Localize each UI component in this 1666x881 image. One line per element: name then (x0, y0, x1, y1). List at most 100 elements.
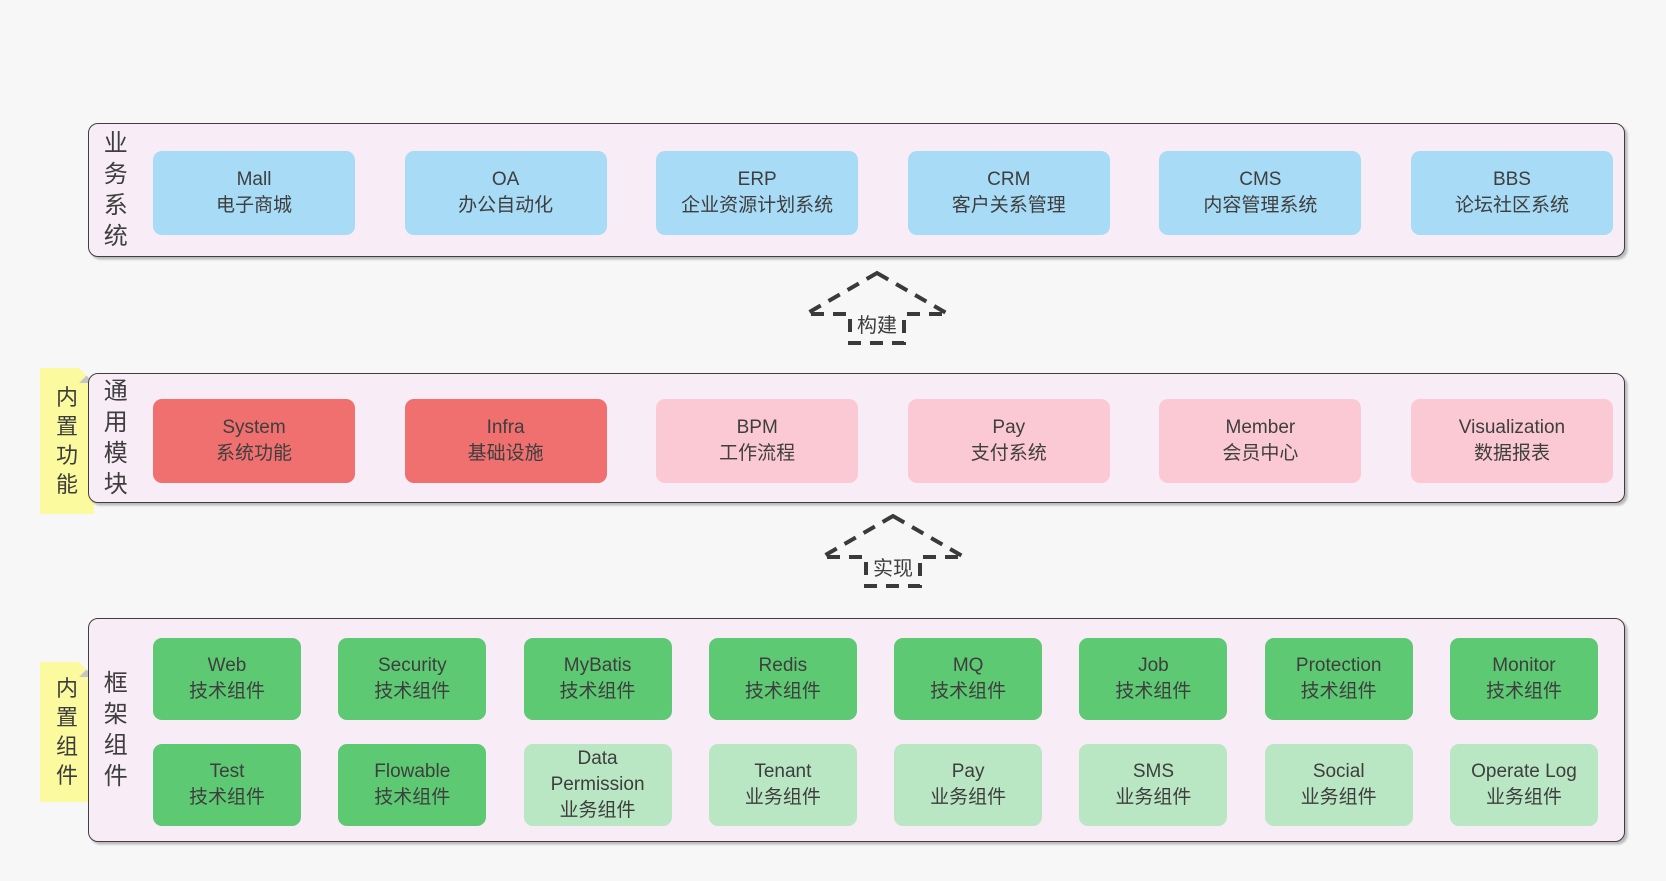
box-protection: Protection 技术组件 (1264, 638, 1413, 720)
panel-label: 框架组件 (103, 670, 128, 790)
box-erp: ERP 企业资源计划系统 (656, 151, 859, 235)
box-title: Mall (236, 169, 272, 190)
box-bpm: BPM 工作流程 (656, 399, 859, 483)
box-subtitle: 基础设施 (467, 443, 544, 464)
panel-business-systems: 业务系统 Mall 电子商城 OA 办公自动化 ERP 企业资源计划系统 CRM… (88, 123, 1625, 257)
box-infra: Infra 基础设施 (404, 399, 607, 483)
box-redis: Redis 技术组件 (708, 638, 857, 720)
box-tenant: Tenant 业务组件 (708, 744, 857, 826)
box-social: Social 业务组件 (1264, 744, 1413, 826)
box-mq: MQ 技术组件 (894, 638, 1043, 720)
common-box-row: System 系统功能 Infra 基础设施 BPM 工作流程 Pay 支付系统… (153, 399, 1613, 483)
box-subtitle: 业务组件 (1485, 787, 1562, 808)
box-test: Test 技术组件 (153, 744, 301, 826)
box-title: MQ (952, 655, 984, 676)
panel-label: 业务系统 (103, 130, 128, 250)
box-subtitle: 论坛社区系统 (1454, 195, 1569, 216)
box-web: Web 技术组件 (153, 638, 301, 720)
box-subtitle: 内容管理系统 (1203, 195, 1318, 216)
box-subtitle: 技术组件 (559, 681, 636, 702)
box-bbs: BBS 论坛社区系统 (1410, 151, 1613, 235)
sticky-note-label: 内置功能 (55, 385, 78, 497)
box-title: OA (491, 169, 520, 190)
panel-framework-components: 框架组件 Web 技术组件 Security 技术组件 MyBatis 技术组件… (88, 618, 1625, 842)
box-job: Job 技术组件 (1079, 638, 1228, 720)
box-subtitle: 技术组件 (1115, 681, 1192, 702)
arrow-implement: 实现 (818, 513, 968, 589)
box-pay-component: Pay 业务组件 (894, 744, 1043, 826)
box-title: Protection (1295, 655, 1382, 676)
box-title: Data Permission (550, 748, 645, 795)
box-title: Infra (486, 417, 525, 438)
box-subtitle: 系统功能 (215, 443, 292, 464)
box-title: Visualization (1458, 417, 1566, 438)
box-operate-log: Operate Log 业务组件 (1449, 744, 1598, 826)
box-monitor: Monitor 技术组件 (1449, 638, 1598, 720)
box-subtitle: 技术组件 (930, 681, 1007, 702)
arrow-build: 构建 (802, 270, 952, 346)
box-system: System 系统功能 (153, 399, 355, 483)
box-title: BBS (1492, 169, 1531, 190)
box-oa: OA 办公自动化 (404, 151, 607, 235)
box-mall: Mall 电子商城 (153, 151, 355, 235)
box-title: Operate Log (1471, 761, 1577, 782)
box-title: Flowable (374, 761, 451, 782)
arrow-label: 实现 (869, 551, 917, 582)
box-pay: Pay 支付系统 (907, 399, 1110, 483)
box-subtitle: 业务组件 (1115, 787, 1192, 808)
box-subtitle: 技术组件 (188, 787, 265, 808)
dashed-up-arrow-icon (802, 270, 952, 345)
box-cms: CMS 内容管理系统 (1159, 151, 1362, 235)
panel-label: 通用模块 (103, 378, 128, 498)
business-box-row: Mall 电子商城 OA 办公自动化 ERP 企业资源计划系统 CRM 客户关系… (153, 151, 1613, 235)
box-subtitle: 工作流程 (719, 443, 796, 464)
box-subtitle: 技术组件 (374, 787, 451, 808)
panel-common-modules: 通用模块 System 系统功能 Infra 基础设施 BPM 工作流程 Pay… (88, 373, 1625, 503)
box-title: Pay (951, 761, 985, 782)
box-title: Test (209, 761, 245, 782)
box-subtitle: 技术组件 (374, 681, 451, 702)
arrow-label: 构建 (853, 308, 901, 339)
box-security: Security 技术组件 (338, 638, 487, 720)
box-subtitle: 业务组件 (1300, 787, 1377, 808)
sticky-note-builtin-components: 内置组件 (40, 662, 94, 802)
box-flowable: Flowable 技术组件 (338, 744, 487, 826)
box-title: ERP (737, 169, 777, 190)
box-subtitle: 数据报表 (1473, 443, 1550, 464)
framework-box-row-1: Web 技术组件 Security 技术组件 MyBatis 技术组件 Redi… (153, 638, 1598, 720)
box-title: CMS (1239, 169, 1282, 190)
box-subtitle: 业务组件 (744, 787, 821, 808)
sticky-note-builtin-features: 内置功能 (40, 368, 94, 514)
box-title: MyBatis (563, 655, 632, 676)
box-title: Security (377, 655, 447, 676)
box-data-permission: Data Permission 业务组件 (523, 744, 672, 826)
box-title: System (222, 417, 286, 438)
sticky-note-label: 内置组件 (55, 676, 78, 788)
box-title: SMS (1132, 761, 1174, 782)
box-subtitle: 技术组件 (1300, 681, 1377, 702)
box-subtitle: 办公自动化 (458, 195, 554, 216)
box-title: Monitor (1492, 655, 1556, 676)
box-title: CRM (987, 169, 1031, 190)
box-title: Social (1312, 761, 1365, 782)
box-subtitle: 支付系统 (970, 443, 1047, 464)
box-sms: SMS 业务组件 (1079, 744, 1228, 826)
box-title: Redis (758, 655, 808, 676)
box-subtitle: 电子商城 (215, 195, 292, 216)
box-mybatis: MyBatis 技术组件 (523, 638, 672, 720)
box-title: Web (207, 655, 247, 676)
box-member: Member 会员中心 (1159, 399, 1362, 483)
box-subtitle: 会员中心 (1222, 443, 1299, 464)
box-title: Tenant (754, 761, 812, 782)
box-subtitle: 业务组件 (559, 800, 636, 821)
dashed-up-arrow-icon (818, 513, 968, 588)
box-subtitle: 技术组件 (744, 681, 821, 702)
framework-box-row-2: Test 技术组件 Flowable 技术组件 Data Permission … (153, 744, 1598, 826)
box-subtitle: 企业资源计划系统 (681, 195, 834, 216)
box-title: BPM (736, 417, 778, 438)
box-subtitle: 业务组件 (930, 787, 1007, 808)
box-title: Job (1138, 655, 1169, 676)
box-subtitle: 技术组件 (188, 681, 265, 702)
box-visualization: Visualization 数据报表 (1410, 399, 1613, 483)
